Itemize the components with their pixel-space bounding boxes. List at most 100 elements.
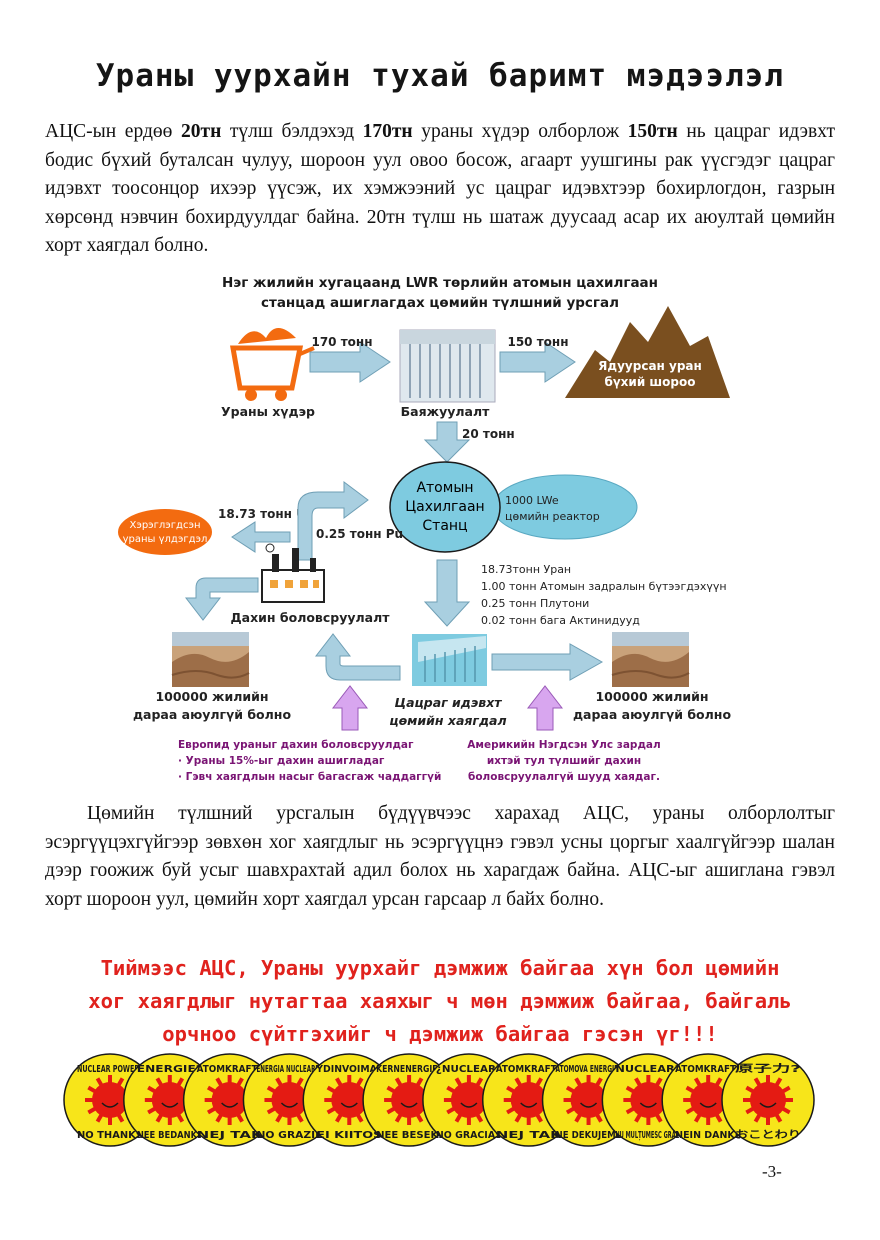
badge-top-text: ¿NUCLEAR? <box>436 1064 502 1075</box>
sun-ray <box>565 1085 575 1094</box>
sun-ray <box>514 1113 522 1123</box>
amount-170: 170 тонн <box>311 335 372 349</box>
sun-ray <box>394 1113 403 1123</box>
page-number: -3- <box>762 1162 782 1181</box>
reprocessing-label: Дахин боловсруулалт <box>231 610 391 625</box>
sun-ray <box>475 1077 484 1087</box>
sun-ray <box>386 1085 396 1094</box>
sun-ray <box>595 1077 603 1087</box>
analysis-paragraph: Цөмийн түлшний урсгалын бүдүүвчээс харах… <box>45 803 835 910</box>
sun-ray <box>693 1113 702 1123</box>
spent-fuel-line3: 0.25 тонн Плутони <box>481 597 589 610</box>
sun-ray <box>753 1113 762 1123</box>
badge-bottom-text: NEJ TAK <box>197 1130 265 1141</box>
recovered-uranium-ellipse <box>118 509 212 555</box>
sun-smile <box>101 1102 119 1108</box>
sun-ray <box>236 1077 244 1087</box>
sun-ray <box>595 1113 603 1123</box>
sun-ray <box>446 1085 456 1094</box>
sun-ray <box>415 1113 424 1123</box>
europe-note-line2: · Ураны 15%-ыг дахин ашигладаг <box>178 755 385 767</box>
waste-label-line1: Цацраг идэвхт <box>394 695 502 710</box>
reprocessing-factory-icon <box>261 543 325 603</box>
amount-150: 150 тонн <box>507 335 568 349</box>
conclusion-text: Тиймээс АЦС, Ураны уурхайг дэмжиж байгаа… <box>30 952 850 1051</box>
sun-ray <box>655 1077 663 1087</box>
ore-cart-icon <box>230 328 315 401</box>
danger-left-line2: дараа аюулгүй болно <box>133 707 291 722</box>
amount-u: 18.73 тонн U <box>218 507 306 521</box>
arrow-ore-to-enrichment <box>309 341 391 383</box>
sun-ray <box>87 1106 97 1115</box>
sun-ray <box>475 1113 484 1123</box>
sun-smile <box>221 1102 239 1108</box>
badge-top-text: ENERGIE? <box>137 1064 203 1075</box>
enrichment-label: Баяжуулалт <box>401 404 490 419</box>
power-plant-ellipse <box>389 461 501 553</box>
sun-smile <box>400 1102 418 1108</box>
badge-top-text: ENERGIA NUCLEARE? <box>256 1064 322 1075</box>
arrow-plant-to-waste <box>423 559 471 627</box>
sun-smile <box>639 1102 657 1108</box>
sun-smile <box>460 1102 478 1108</box>
badge-top-text: ATOMKRAFT? <box>675 1064 741 1075</box>
sun-ray <box>147 1085 157 1094</box>
sun-smile <box>580 1102 598 1108</box>
sun-ray <box>335 1077 343 1087</box>
sun-ray <box>535 1113 543 1123</box>
sun-ray <box>326 1085 336 1094</box>
sun-ray <box>753 1077 762 1087</box>
sun-ray <box>574 1113 582 1123</box>
ore-label: Ураны хүдэр <box>221 404 315 419</box>
sun-ray <box>215 1113 223 1123</box>
reactor-label-line2: цөмийн реактор <box>505 510 600 523</box>
sun-ray <box>394 1077 403 1087</box>
badge-bottom-text: NEE BESEKI <box>376 1130 442 1141</box>
tailings-label-line1: Ядуурсан уран <box>598 359 702 373</box>
arrow-waste-to-reprocessing <box>314 633 401 681</box>
conclusion-line1: Тиймээс АЦС, Ураны уурхайг дэмжиж байгаа… <box>100 956 780 980</box>
tailings-mountain <box>565 306 730 398</box>
conclusion-line2: хог хаягдлыг нутагтаа хаяхыг ч мөн дэмжи… <box>88 989 792 1013</box>
sun-ray <box>655 1113 663 1123</box>
intro-text: түлш бэлдэхэд <box>221 121 363 142</box>
arrow-reprocessing-to-desert-left <box>184 577 259 621</box>
sun-ray <box>774 1113 783 1123</box>
desert-image-right <box>611 632 690 687</box>
arrow-reprocessing-to-plant <box>297 481 369 561</box>
badge-bottom-text: NE DEKUJEME <box>556 1130 622 1141</box>
sun-ray <box>693 1077 702 1087</box>
intro-paragraph: АЦС-ын ердөө 20тн түлш бэлдэхэд 170тн ур… <box>45 118 835 261</box>
intro-text: ураны хүдэр олборлож <box>412 121 628 142</box>
sun-ray <box>535 1077 543 1087</box>
sun-ray <box>176 1113 185 1123</box>
badge-top-text: NUCLEAR? <box>615 1064 681 1075</box>
sun-smile <box>340 1102 358 1108</box>
badge-bottom-text: おことわり <box>735 1129 801 1141</box>
sun-ray <box>745 1085 755 1094</box>
sun-ray <box>95 1077 104 1087</box>
sun-ray <box>506 1085 516 1094</box>
europe-note-line3: · Гэвч хаягдлын насыг багасгаж чаддаггүй <box>178 771 441 783</box>
sun-ray <box>176 1077 185 1087</box>
badge-top-text: YDINVOIMA? <box>315 1064 382 1075</box>
badge-bottom-text: NU MULȚUMESC GRACI <box>615 1130 681 1141</box>
sun-ray <box>625 1106 635 1115</box>
us-note-line2: ихтэй тул түлшийг дахин <box>487 755 641 767</box>
badge-bottom-text: NO GRACIAS <box>436 1130 502 1141</box>
sun-ray <box>266 1106 276 1115</box>
badge-top-text: ATOMKRAFT? <box>496 1064 562 1075</box>
smiling-sun-icon <box>92 1082 128 1118</box>
sun-ray <box>87 1085 97 1094</box>
badge-bottom-text: EI KIITOS <box>316 1130 382 1141</box>
sun-ray <box>781 1085 791 1094</box>
sun-ray <box>454 1077 463 1087</box>
intro-text: нь цацраг идэвхт бодис бүхий буталсан чу… <box>45 121 835 256</box>
smiling-sun-icon <box>630 1082 667 1118</box>
sun-ray <box>454 1113 463 1123</box>
smiling-sun-icon <box>510 1082 547 1118</box>
recovered-label-line1: Хэрэглэгдсэн <box>129 520 200 531</box>
badge-bottom-text: NEIN DANKE <box>675 1130 741 1141</box>
sun-ray <box>275 1077 283 1087</box>
desert-image-left <box>171 632 250 687</box>
